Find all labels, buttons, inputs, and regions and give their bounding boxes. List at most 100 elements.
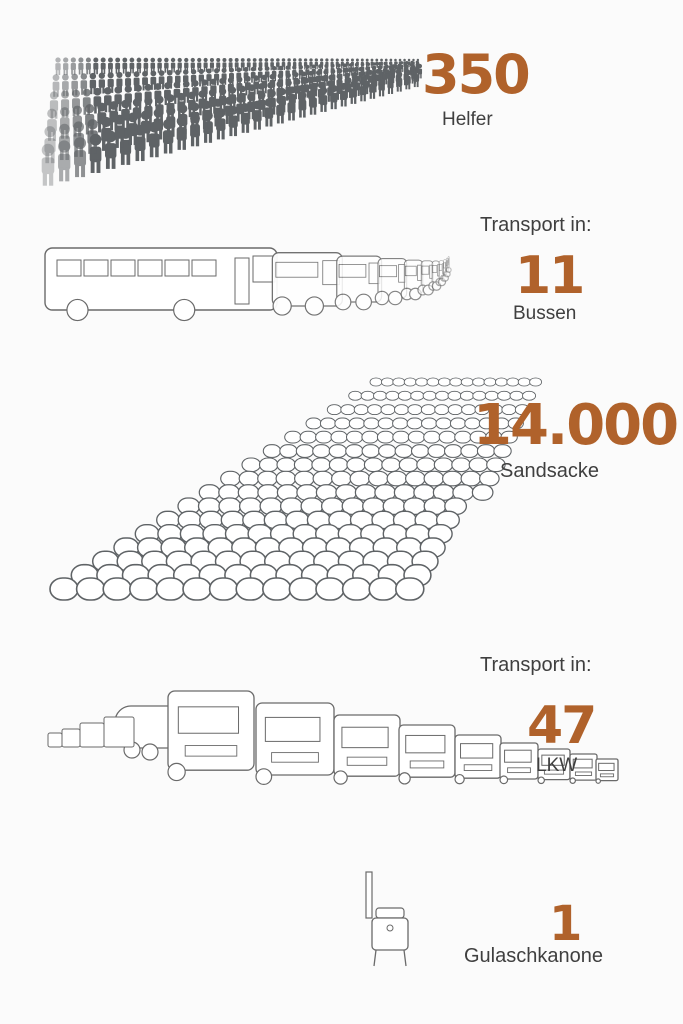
person-icon: [47, 108, 57, 141]
sandbag-icon: [438, 430, 457, 444]
truck-icon: [103, 716, 135, 748]
sandbag-icon: [506, 377, 520, 387]
sandbag-icon: [410, 444, 430, 458]
goulash-count: 1: [549, 896, 582, 952]
bus-convoy-icon: [44, 247, 452, 322]
sandbag-icon: [422, 390, 437, 401]
sandbag-icon: [261, 577, 292, 601]
person-icon: [190, 57, 195, 73]
truck-icon: [454, 734, 502, 785]
sandbag-icon: [398, 457, 419, 473]
bus-intro-text: Transport in:: [480, 214, 592, 236]
person-icon: [389, 58, 393, 68]
sandbag-icon: [360, 390, 375, 401]
person-icon: [252, 58, 257, 71]
bus-icon: [428, 260, 442, 291]
person-icon: [228, 58, 233, 72]
person-icon: [293, 72, 299, 90]
sandbag-icon: [369, 377, 383, 387]
person-icon: [136, 57, 142, 74]
person-icon: [340, 58, 344, 69]
sandbag-icon: [129, 577, 159, 601]
sandbag-icon: [435, 417, 452, 430]
goulash-cannon-icon: [365, 871, 409, 967]
sandbag-icon: [102, 577, 132, 601]
sandbag-row: [326, 404, 530, 416]
sandbag-icon: [459, 390, 474, 401]
sandbag-icon: [353, 404, 369, 416]
truck-icon: [595, 758, 619, 784]
person-icon: [98, 72, 105, 94]
sandbag-icon: [341, 577, 372, 601]
people-row: [55, 57, 420, 76]
sandbag-icon: [345, 430, 364, 444]
sandbag-row: [284, 430, 518, 444]
truck-icon: [79, 722, 105, 748]
sandbag-icon: [363, 417, 380, 430]
sandbag-icon: [479, 470, 500, 487]
person-icon: [345, 58, 349, 69]
person-icon: [407, 58, 411, 68]
sandbag-icon: [257, 470, 278, 487]
person-icon: [129, 57, 135, 74]
person-icon: [303, 58, 308, 70]
helfer-section: 350 Helfer: [0, 0, 683, 200]
person-icon: [70, 57, 76, 75]
sandbag-row: [198, 484, 494, 501]
person-icon: [133, 71, 140, 92]
sandbag-icon: [472, 377, 486, 387]
truck-icon: [167, 690, 255, 782]
person-icon: [170, 57, 176, 73]
sandbag-icon: [522, 390, 537, 401]
truck-section: Transport in: 47 LKW: [0, 640, 683, 820]
sandbag-icon: [208, 577, 239, 601]
sandbag-icon: [381, 457, 401, 473]
sandbag-row: [305, 417, 524, 430]
person-icon: [355, 58, 359, 69]
person-icon: [380, 58, 383, 68]
person-icon: [115, 57, 121, 74]
sandbag-icon: [305, 417, 322, 430]
sandbag-icon: [331, 470, 352, 487]
person-icon: [370, 58, 374, 68]
sandbag-icon: [434, 404, 450, 416]
person-icon: [320, 58, 324, 70]
sandbag-icon: [363, 457, 384, 473]
sandbag-icon: [49, 577, 79, 601]
person-icon: [164, 57, 169, 73]
goulash-section: 1 Gulaschkanone: [0, 860, 683, 1024]
sandbag-icon: [494, 377, 508, 387]
person-icon: [222, 58, 227, 72]
sandbag-icon: [507, 417, 524, 430]
sandbag-wall-icon: [49, 377, 542, 601]
truck-icon: [255, 702, 335, 786]
sandbag-icon: [435, 390, 450, 401]
sandbag-row: [369, 377, 542, 387]
person-icon: [116, 71, 123, 93]
sandbag-icon: [220, 470, 241, 487]
sandbag-icon: [449, 377, 463, 387]
sandbag-label: Sandsacke: [500, 460, 599, 482]
sandbag-icon: [368, 470, 389, 487]
sandbag-icon: [451, 457, 471, 473]
sandbag-icon: [328, 457, 349, 473]
sandbag-icon: [294, 470, 315, 487]
sandbag-icon: [238, 470, 260, 487]
sandbag-icon: [394, 404, 410, 416]
sandbag-icon: [284, 430, 302, 444]
sandbag-icon: [312, 470, 334, 487]
sandbag-icon: [376, 430, 395, 444]
truck-icon: [537, 748, 571, 785]
person-icon: [298, 58, 302, 70]
person-icon: [309, 58, 313, 70]
bus-icon: [44, 247, 278, 322]
sandbag-icon: [311, 457, 331, 473]
bus-icon: [400, 259, 424, 301]
sandbag-icon: [514, 404, 530, 416]
sandbag-icon: [415, 377, 429, 387]
person-icon: [150, 70, 157, 90]
person-icon: [240, 58, 245, 71]
bus-section: Transport in: 11 Bussen: [0, 200, 683, 350]
sandbag-row: [49, 577, 425, 601]
person-icon: [335, 58, 339, 69]
